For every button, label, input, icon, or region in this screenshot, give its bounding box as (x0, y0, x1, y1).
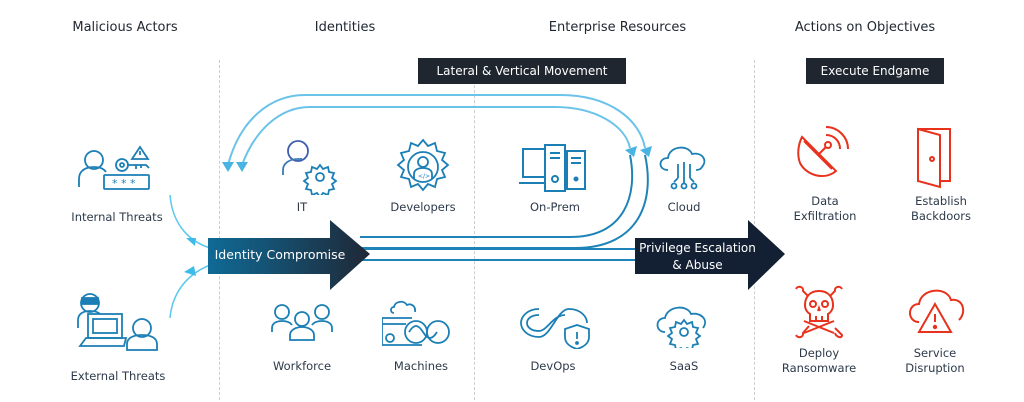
column-title-identities: Identities (314, 20, 376, 35)
workforce-icon (271, 304, 333, 341)
developers-label: Developers (390, 200, 456, 214)
internal-threats-icon: * * * (78, 145, 150, 190)
service-disruption-line1: Service (913, 346, 957, 360)
lateral-movement-loop-outer (227, 94, 646, 166)
saas-icon (656, 306, 706, 348)
it-icon (282, 140, 338, 195)
internal-threats-label: Internal Threats (71, 210, 163, 224)
privilege-escalation-line1: Privilege Escalation (639, 241, 756, 255)
cloud-icon (659, 146, 706, 190)
data-exfiltration-line1: Data (811, 194, 839, 208)
deploy-ransomware-icon (795, 285, 844, 339)
internal-threat-curve (169, 194, 211, 249)
external-threats-label: External Threats (70, 369, 166, 383)
svg-text:* * *: * * * (112, 177, 136, 190)
external-threats-icon (77, 293, 158, 351)
loop-arrowhead-left-1 (222, 162, 234, 172)
devops-label: DevOps (530, 359, 576, 373)
on-prem-icon (519, 144, 586, 192)
internal-threat-arrowhead (186, 238, 196, 246)
privilege-escalation-line2: & Abuse (672, 258, 723, 272)
execute-endgame-badge: Execute Endgame (806, 58, 944, 84)
establish-backdoors-line1: Establish (915, 194, 967, 208)
service-disruption-label: Service Disruption (890, 346, 980, 376)
developers-icon: </> (396, 138, 450, 192)
identity-compromise-arrow (208, 220, 370, 290)
lateral-movement-loop-inner (241, 106, 631, 166)
deploy-ransomware-line1: Deploy (798, 346, 840, 360)
privilege-escalation-arrow (635, 220, 785, 290)
svg-text:</>: </> (418, 173, 430, 180)
on-prem-label: On-Prem (530, 200, 580, 214)
deploy-ransomware-line2: Ransomware (781, 361, 857, 375)
data-exfiltration-label: Data Exfiltration (780, 194, 870, 224)
loop-arrowhead-right-2 (640, 146, 652, 157)
loop-arrowhead-right-1 (625, 146, 637, 157)
external-threat-arrowhead (184, 266, 196, 276)
column-title-malicious-actors: Malicious Actors (72, 20, 178, 35)
loop-descend-inner (360, 154, 634, 238)
cloud-label: Cloud (667, 200, 701, 214)
establish-backdoors-label: Establish Backdoors (896, 194, 986, 224)
deploy-ransomware-label: Deploy Ransomware (774, 346, 864, 376)
workforce-label: Workforce (272, 359, 332, 373)
privilege-escalation-label: Privilege Escalation & Abuse (635, 240, 760, 274)
saas-label: SaaS (669, 359, 699, 373)
establish-backdoors-line2: Backdoors (910, 209, 971, 223)
loop-arrowhead-left-2 (236, 162, 248, 172)
divider-actors-identities (219, 60, 220, 400)
external-threat-curve (169, 264, 211, 319)
data-exfiltration-icon (797, 126, 849, 178)
data-exfiltration-line2: Exfiltration (793, 209, 857, 223)
establish-backdoors-icon (917, 127, 951, 189)
service-disruption-line2: Disruption (905, 361, 965, 375)
column-title-actions-on-objectives: Actions on Objectives (794, 20, 936, 35)
devops-icon (520, 308, 590, 349)
column-title-enterprise-resources: Enterprise Resources (548, 20, 687, 35)
lateral-vertical-movement-badge: Lateral & Vertical Movement (418, 58, 626, 84)
machines-label: Machines (393, 359, 449, 373)
it-label: IT (296, 200, 308, 214)
identity-compromise-label: Identity Compromise (214, 247, 346, 262)
loop-descend-outer (360, 154, 649, 249)
machines-icon (382, 300, 450, 346)
service-disruption-icon (909, 289, 965, 333)
divider-identities-resources (474, 60, 475, 400)
